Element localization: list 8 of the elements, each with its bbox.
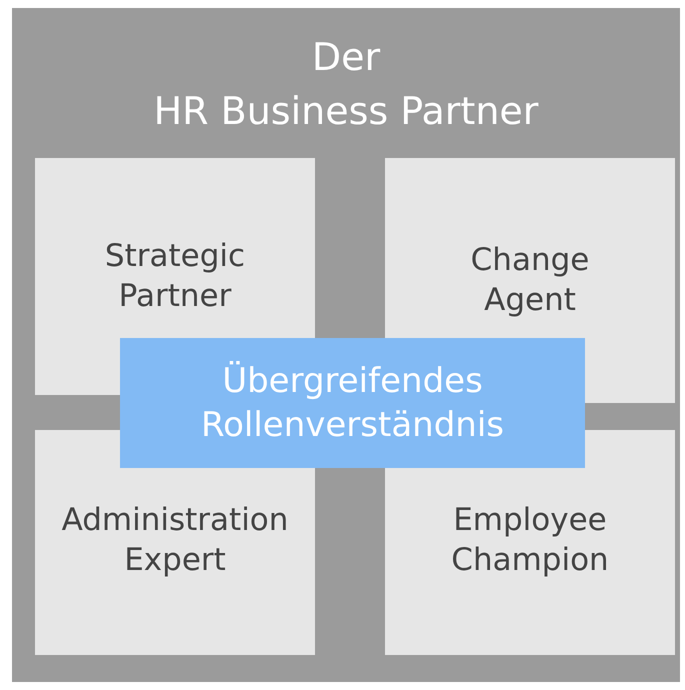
highlight-box: [120, 338, 585, 468]
role-label: Administration Expert: [60, 500, 290, 580]
role-label: Übergreifendes Rollenverständnis: [200, 360, 505, 447]
role-label: Strategic Partner: [104, 236, 246, 316]
diagram-panel: [12, 8, 680, 682]
diagram-title: Der HR Business Partner: [152, 34, 540, 135]
role-label: Employee Champion: [450, 500, 610, 580]
role-label: Change Agent: [470, 240, 590, 320]
